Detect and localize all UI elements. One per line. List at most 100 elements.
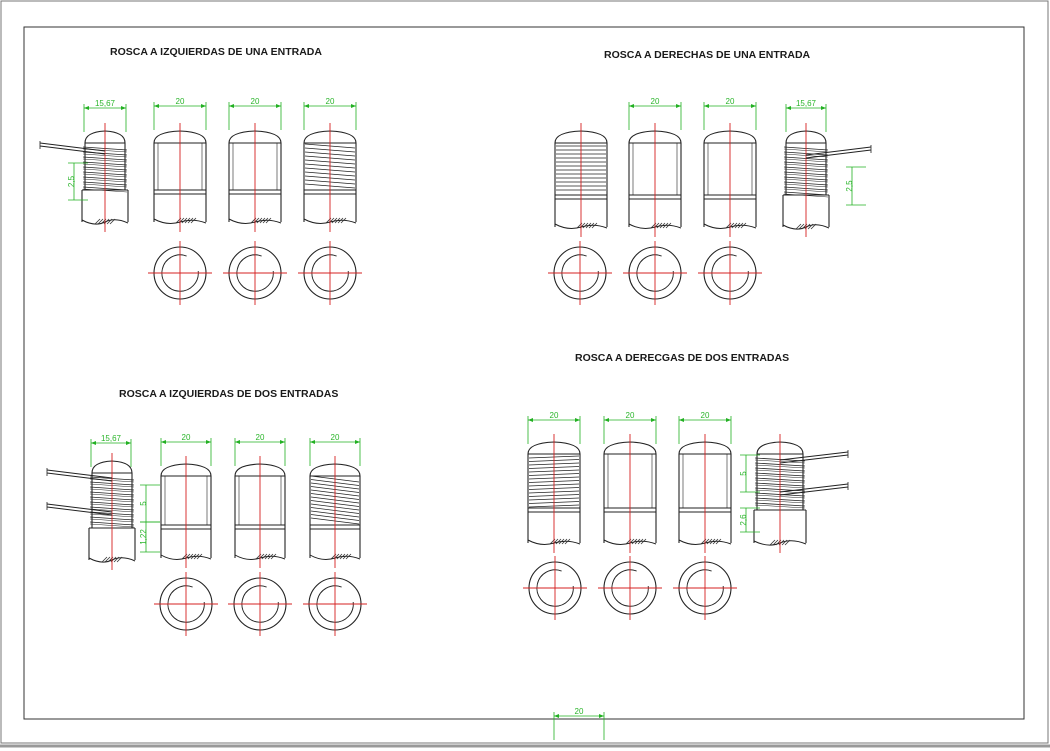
- title-izquierdas-una-entrada: ROSCA A IZQUIERDAS DE UNA ENTRADA: [110, 46, 322, 58]
- thread-arc: [712, 255, 748, 291]
- arrow-head: [154, 104, 159, 108]
- dimension-text: 2,5: [67, 175, 76, 187]
- wire-strand: [780, 487, 848, 495]
- dim-izq-dos-4: 20: [309, 433, 361, 466]
- dimension-text: 20: [701, 411, 710, 420]
- wire-strand: [806, 147, 871, 155]
- screw-der-una-helix: [783, 123, 871, 237]
- dimension-text: 20: [726, 97, 735, 106]
- end-view-der-dos-3: [673, 556, 737, 620]
- hatch-stroke: [641, 539, 646, 544]
- hatch-stroke: [799, 224, 804, 229]
- dim-izq-una-4: 20: [303, 97, 357, 130]
- dim-bottom: 20: [553, 707, 605, 740]
- hatch-stroke: [710, 539, 715, 544]
- hatch-stroke: [95, 219, 100, 224]
- hatch-stroke: [341, 218, 346, 223]
- wire-strand: [40, 146, 105, 154]
- hatch-stroke: [741, 223, 746, 228]
- hatch-stroke: [773, 540, 778, 545]
- hatch-stroke: [197, 554, 202, 559]
- hatch-stroke: [583, 223, 588, 228]
- hatch-stroke: [257, 218, 262, 223]
- dim-der-dos-lead: 2,6: [739, 507, 760, 533]
- thread-arc: [317, 586, 353, 622]
- dim-der-una-2: 20: [628, 97, 682, 130]
- hatch-stroke: [182, 218, 187, 223]
- screw-izq-dos-helix: [47, 453, 135, 570]
- arrow-head: [651, 418, 656, 422]
- end-view-der-dos-2: [598, 556, 662, 620]
- dimension-text: 20: [626, 411, 635, 420]
- wire-strand: [47, 470, 112, 478]
- arrow-head: [528, 418, 533, 422]
- hatch-stroke: [716, 539, 721, 544]
- hatch-stroke: [770, 540, 775, 545]
- dimension-text: 2,6: [739, 514, 748, 526]
- arrow-head: [726, 418, 731, 422]
- wire-strand: [806, 150, 871, 158]
- hatch-stroke: [185, 218, 190, 223]
- hatch-stroke: [562, 539, 567, 544]
- dim-izq-dos-1: 15,67: [90, 434, 132, 467]
- dim-izq-una-2: 20: [153, 97, 207, 130]
- arrow-head: [676, 104, 681, 108]
- wire-strand: [40, 143, 105, 151]
- arrow-head: [355, 440, 360, 444]
- hatch-stroke: [266, 218, 271, 223]
- hatch-stroke: [98, 219, 103, 224]
- screw-izq-dos-3: [235, 456, 285, 568]
- arrow-head: [704, 104, 709, 108]
- thread-arc: [162, 255, 198, 291]
- hatch-stroke: [635, 539, 640, 544]
- hatch-stroke: [586, 223, 591, 228]
- dim-der-dos-1: 20: [527, 411, 581, 444]
- arrow-head: [206, 440, 211, 444]
- arrow-head: [821, 106, 826, 110]
- hatch-stroke: [732, 223, 737, 228]
- hatch-stroke: [657, 223, 662, 228]
- screw-izq-una-3: [229, 123, 281, 232]
- dim-izq-dos-2: 20: [160, 433, 212, 466]
- arrow-head: [161, 440, 166, 444]
- dimension-text: 20: [256, 433, 265, 442]
- hatch-stroke: [117, 557, 122, 562]
- screw-izq-una-helix: [40, 123, 128, 232]
- dimension-text: 20: [331, 433, 340, 442]
- thread-arc: [612, 570, 648, 606]
- hatch-stroke: [346, 554, 351, 559]
- wire-strand: [780, 455, 848, 463]
- hatch-stroke: [666, 223, 671, 228]
- screw-der-dos-2: [604, 434, 656, 553]
- hatch-stroke: [559, 539, 564, 544]
- dimension-text: 20: [550, 411, 559, 420]
- arrow-head: [679, 418, 684, 422]
- arrow-head: [604, 418, 609, 422]
- wire-strand: [47, 504, 112, 512]
- dim-der-dos-2: 20: [603, 411, 657, 444]
- thread-arc: [562, 255, 598, 291]
- dimension-text: 15,67: [95, 99, 116, 108]
- dim-der-una-3: 20: [703, 97, 757, 130]
- hatch-stroke: [738, 223, 743, 228]
- arrow-head: [629, 104, 634, 108]
- dim-der-dos-pitch: 5: [739, 454, 760, 493]
- hatch-stroke: [271, 554, 276, 559]
- end-view-izq-una-3: [223, 241, 287, 305]
- hatch-stroke: [335, 218, 340, 223]
- dimension-text: 15,67: [796, 99, 817, 108]
- thread-arc: [687, 570, 723, 606]
- title-derechas-una-entrada: ROSCA A DERECHAS DE UNA ENTRADA: [604, 49, 811, 61]
- hatch-stroke: [107, 219, 112, 224]
- end-view-der-una-3: [698, 241, 762, 305]
- hatch-stroke: [337, 554, 342, 559]
- dimension-text: 20: [326, 97, 335, 106]
- dimension-text: 5: [139, 501, 148, 506]
- arrow-head: [121, 106, 126, 110]
- arrow-head: [276, 104, 281, 108]
- hatch-stroke: [707, 539, 712, 544]
- screw-izq-dos-2: [161, 456, 211, 568]
- dim-izq-dos-pitch: 5: [139, 484, 160, 523]
- hatch-stroke: [808, 224, 813, 229]
